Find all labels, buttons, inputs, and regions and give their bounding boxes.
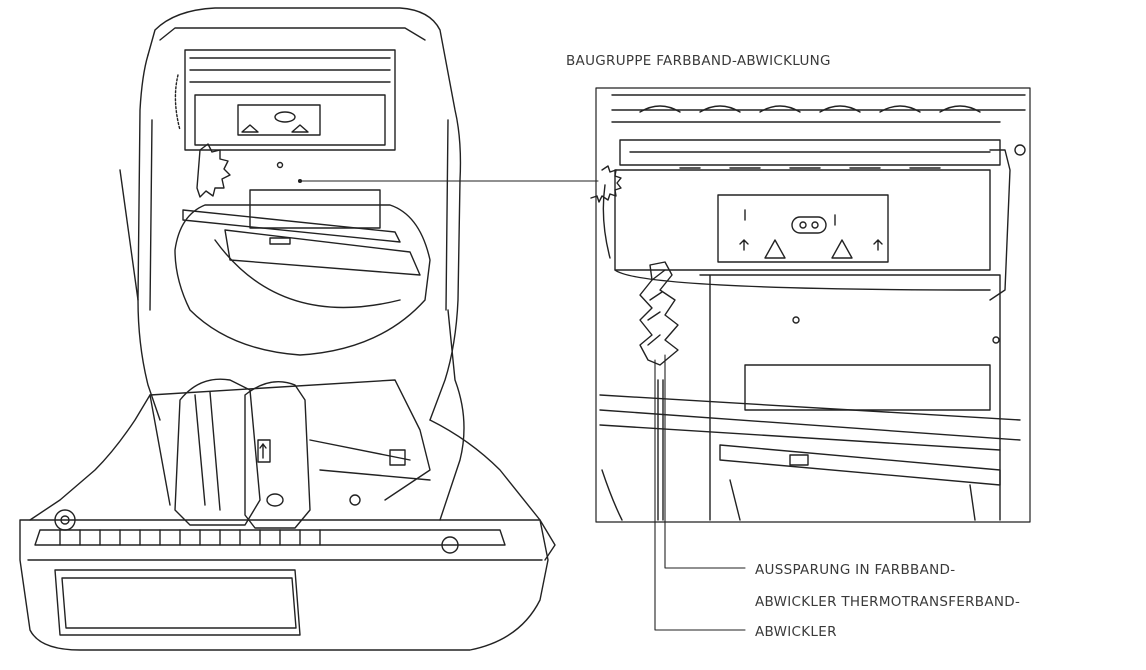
ribbon-notch-label-line-3: ABWICKLER <box>755 624 837 640</box>
ribbon-supply-assembly-label: BAUGRUPPE FARBBAND-ABWICKLUNG <box>566 53 831 69</box>
callout-leader-lines <box>297 178 746 631</box>
printer-open-lid-icon <box>19 7 556 651</box>
ribbon-supply-assembly-icon <box>590 87 1031 523</box>
ribbon-notch-label-line-2: ABWICKLER THERMOTRANSFERBAND- <box>755 594 1021 610</box>
ribbon-notch-label-line-1: AUSSPARUNG IN FARBBAND- <box>755 562 956 578</box>
